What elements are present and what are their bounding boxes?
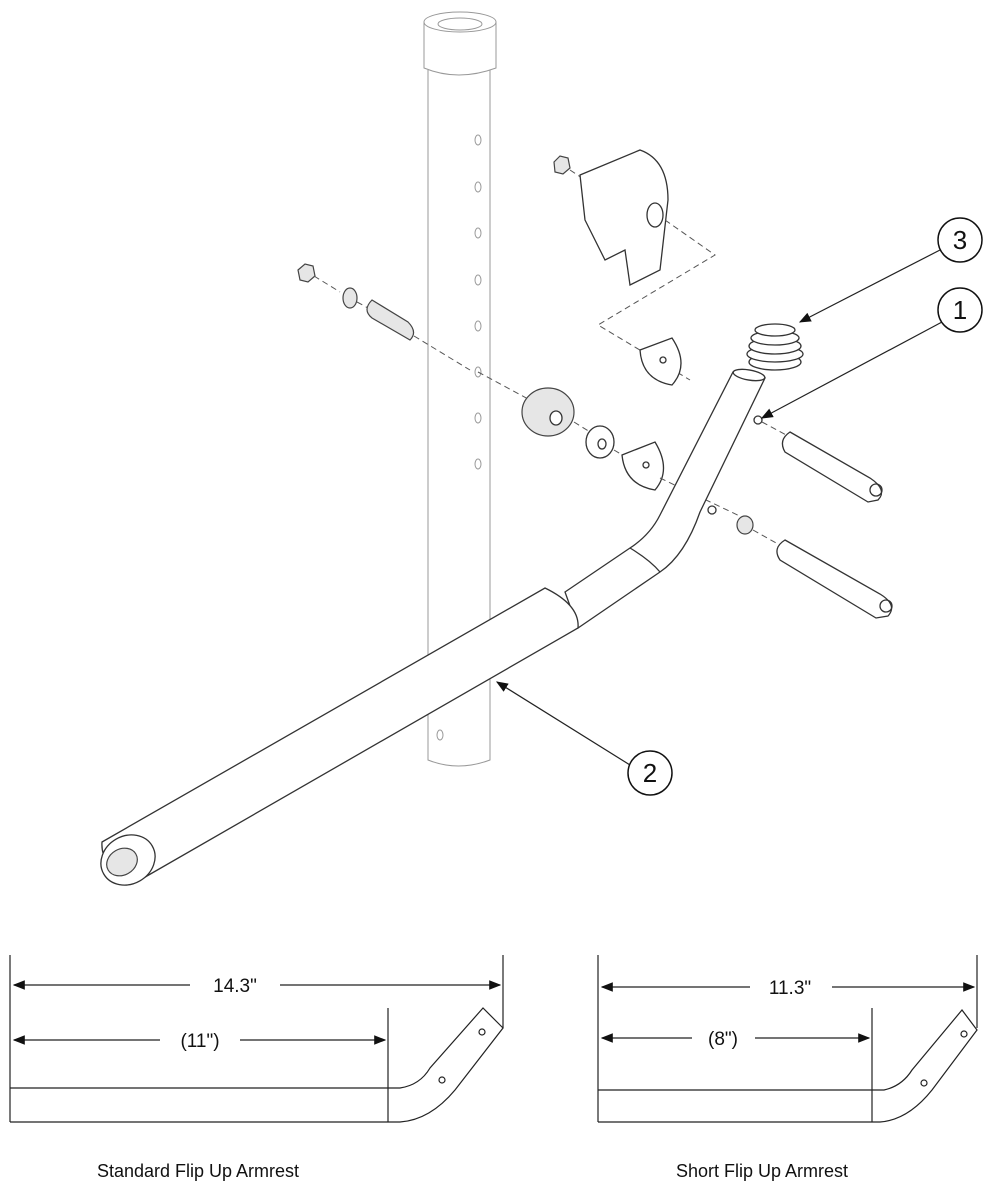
short-caption: Short Flip Up Armrest	[676, 1161, 848, 1181]
callout-2: 2	[495, 681, 673, 796]
callout-1: 1	[760, 287, 983, 419]
short-overall-length: 11.3"	[769, 978, 811, 999]
short-armrest-drawing: 11.3" (8") Short Flip Up Armrest	[597, 955, 978, 1181]
standard-caption: Standard Flip Up Armrest	[97, 1161, 299, 1181]
standard-armrest-drawing: 14.3" (11") Standard Flip Up Armrest	[9, 955, 504, 1181]
callout-3: 3	[798, 217, 983, 323]
adjustment-holes	[436, 134, 482, 741]
left-hardware	[297, 263, 471, 371]
armrest-tube	[100, 368, 766, 886]
callout-1-label: 1	[953, 295, 967, 325]
callout-2-label: 2	[643, 758, 657, 788]
callout-3-label: 3	[953, 225, 967, 255]
bolts	[736, 421, 893, 619]
short-inner-length: (8")	[708, 1029, 738, 1050]
receiver-tube	[423, 11, 497, 767]
pivot-bracket	[553, 149, 716, 381]
spacers	[477, 337, 749, 521]
standard-inner-length: (11")	[180, 1031, 219, 1052]
standard-overall-length: 14.3"	[213, 976, 257, 997]
end-plug	[746, 323, 804, 371]
